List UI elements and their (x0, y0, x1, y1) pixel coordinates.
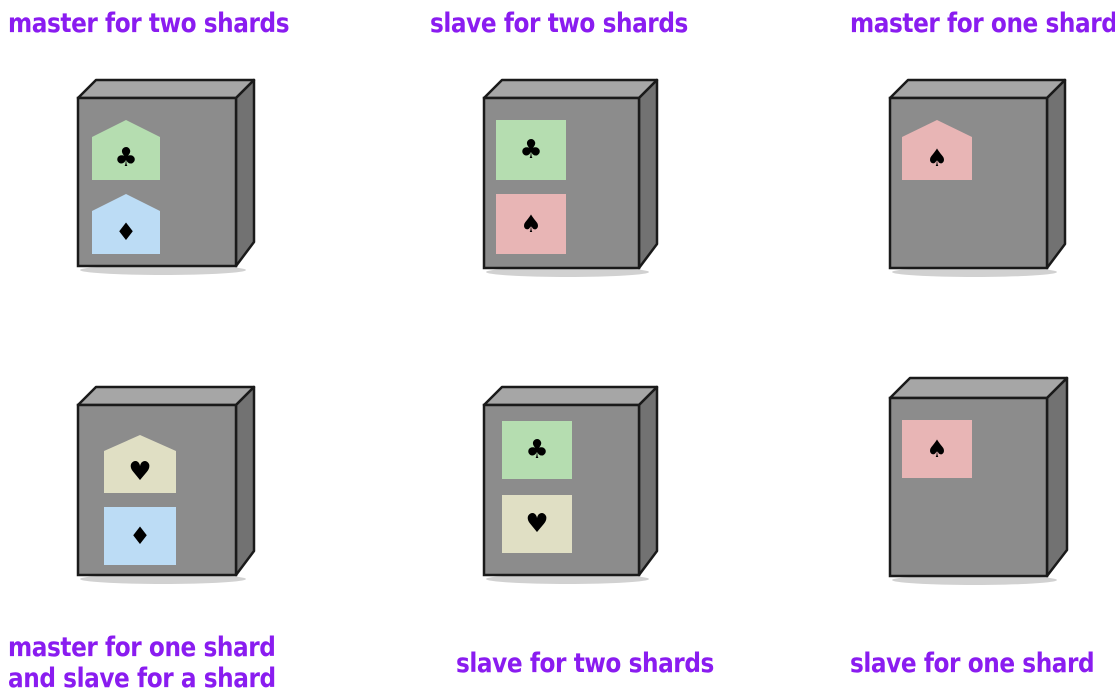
caption-master-two-shards: master for two shards (8, 8, 289, 39)
shard-master-clubs: ♣ (92, 120, 160, 180)
clubs-icon: ♣ (496, 137, 566, 163)
caption-slave-two-shards-top: slave for two shards (430, 8, 688, 39)
caption-line: slave for two shards (430, 8, 688, 39)
caption-slave-two-shards-bottom: slave for two shards (456, 648, 714, 679)
caption-line: and slave for a shard (8, 663, 276, 694)
caption-master-one-shard: master for one shard (850, 8, 1115, 39)
server-svg (890, 378, 1087, 596)
caption-line: master for one shard (8, 632, 276, 663)
server-top-face (78, 387, 254, 405)
spades-icon: ♠ (902, 437, 972, 461)
shard-slave-spades: ♠ (902, 420, 972, 478)
spades-icon: ♠ (902, 146, 972, 170)
shard-slave-diamonds: ♦ (104, 507, 176, 565)
shard-master-spades: ♠ (902, 120, 972, 180)
shard-master-hearts: ♥ (104, 435, 176, 493)
server-side-face (236, 80, 254, 266)
caption-slave-one-shard: slave for one shard (850, 648, 1094, 679)
server-box: ♣♠ (484, 80, 677, 288)
server-svg (890, 80, 1085, 288)
server-top-face (484, 387, 657, 405)
server-side-face (1047, 80, 1065, 268)
server-svg (78, 80, 274, 286)
clubs-icon: ♣ (92, 145, 160, 171)
caption-line: master for two shards (8, 8, 289, 39)
server-box: ♠ (890, 80, 1085, 288)
server-side-face (236, 387, 254, 575)
shard-slave-clubs: ♣ (496, 120, 566, 180)
hearts-icon: ♥ (104, 459, 176, 485)
server-box: ♥♦ (78, 387, 274, 595)
server-box: ♣♦ (78, 80, 274, 286)
caption-line: slave for one shard (850, 648, 1094, 679)
server-box: ♣♥ (484, 387, 677, 595)
server-top-face (890, 80, 1065, 98)
shard-master-diamonds: ♦ (92, 194, 160, 254)
clubs-icon: ♣ (502, 437, 572, 463)
caption-line: slave for two shards (456, 648, 714, 679)
server-svg (484, 80, 677, 288)
server-top-face (78, 80, 254, 98)
caption-master-one-slave-one: master for one shard and slave for a sha… (8, 632, 276, 694)
server-top-face (484, 80, 657, 98)
hearts-icon: ♥ (502, 511, 572, 537)
shard-slave-spades: ♠ (496, 194, 566, 254)
server-side-face (639, 387, 657, 575)
shard-slave-clubs: ♣ (502, 421, 572, 479)
caption-line: master for one shard (850, 8, 1115, 39)
server-box: ♠ (890, 378, 1087, 596)
spades-icon: ♠ (496, 212, 566, 236)
server-svg (484, 387, 677, 595)
server-side-face (1047, 378, 1067, 576)
diamonds-icon: ♦ (92, 220, 160, 244)
server-top-face (890, 378, 1067, 398)
diamonds-icon: ♦ (104, 524, 176, 548)
server-side-face (639, 80, 657, 268)
shard-slave-hearts: ♥ (502, 495, 572, 553)
